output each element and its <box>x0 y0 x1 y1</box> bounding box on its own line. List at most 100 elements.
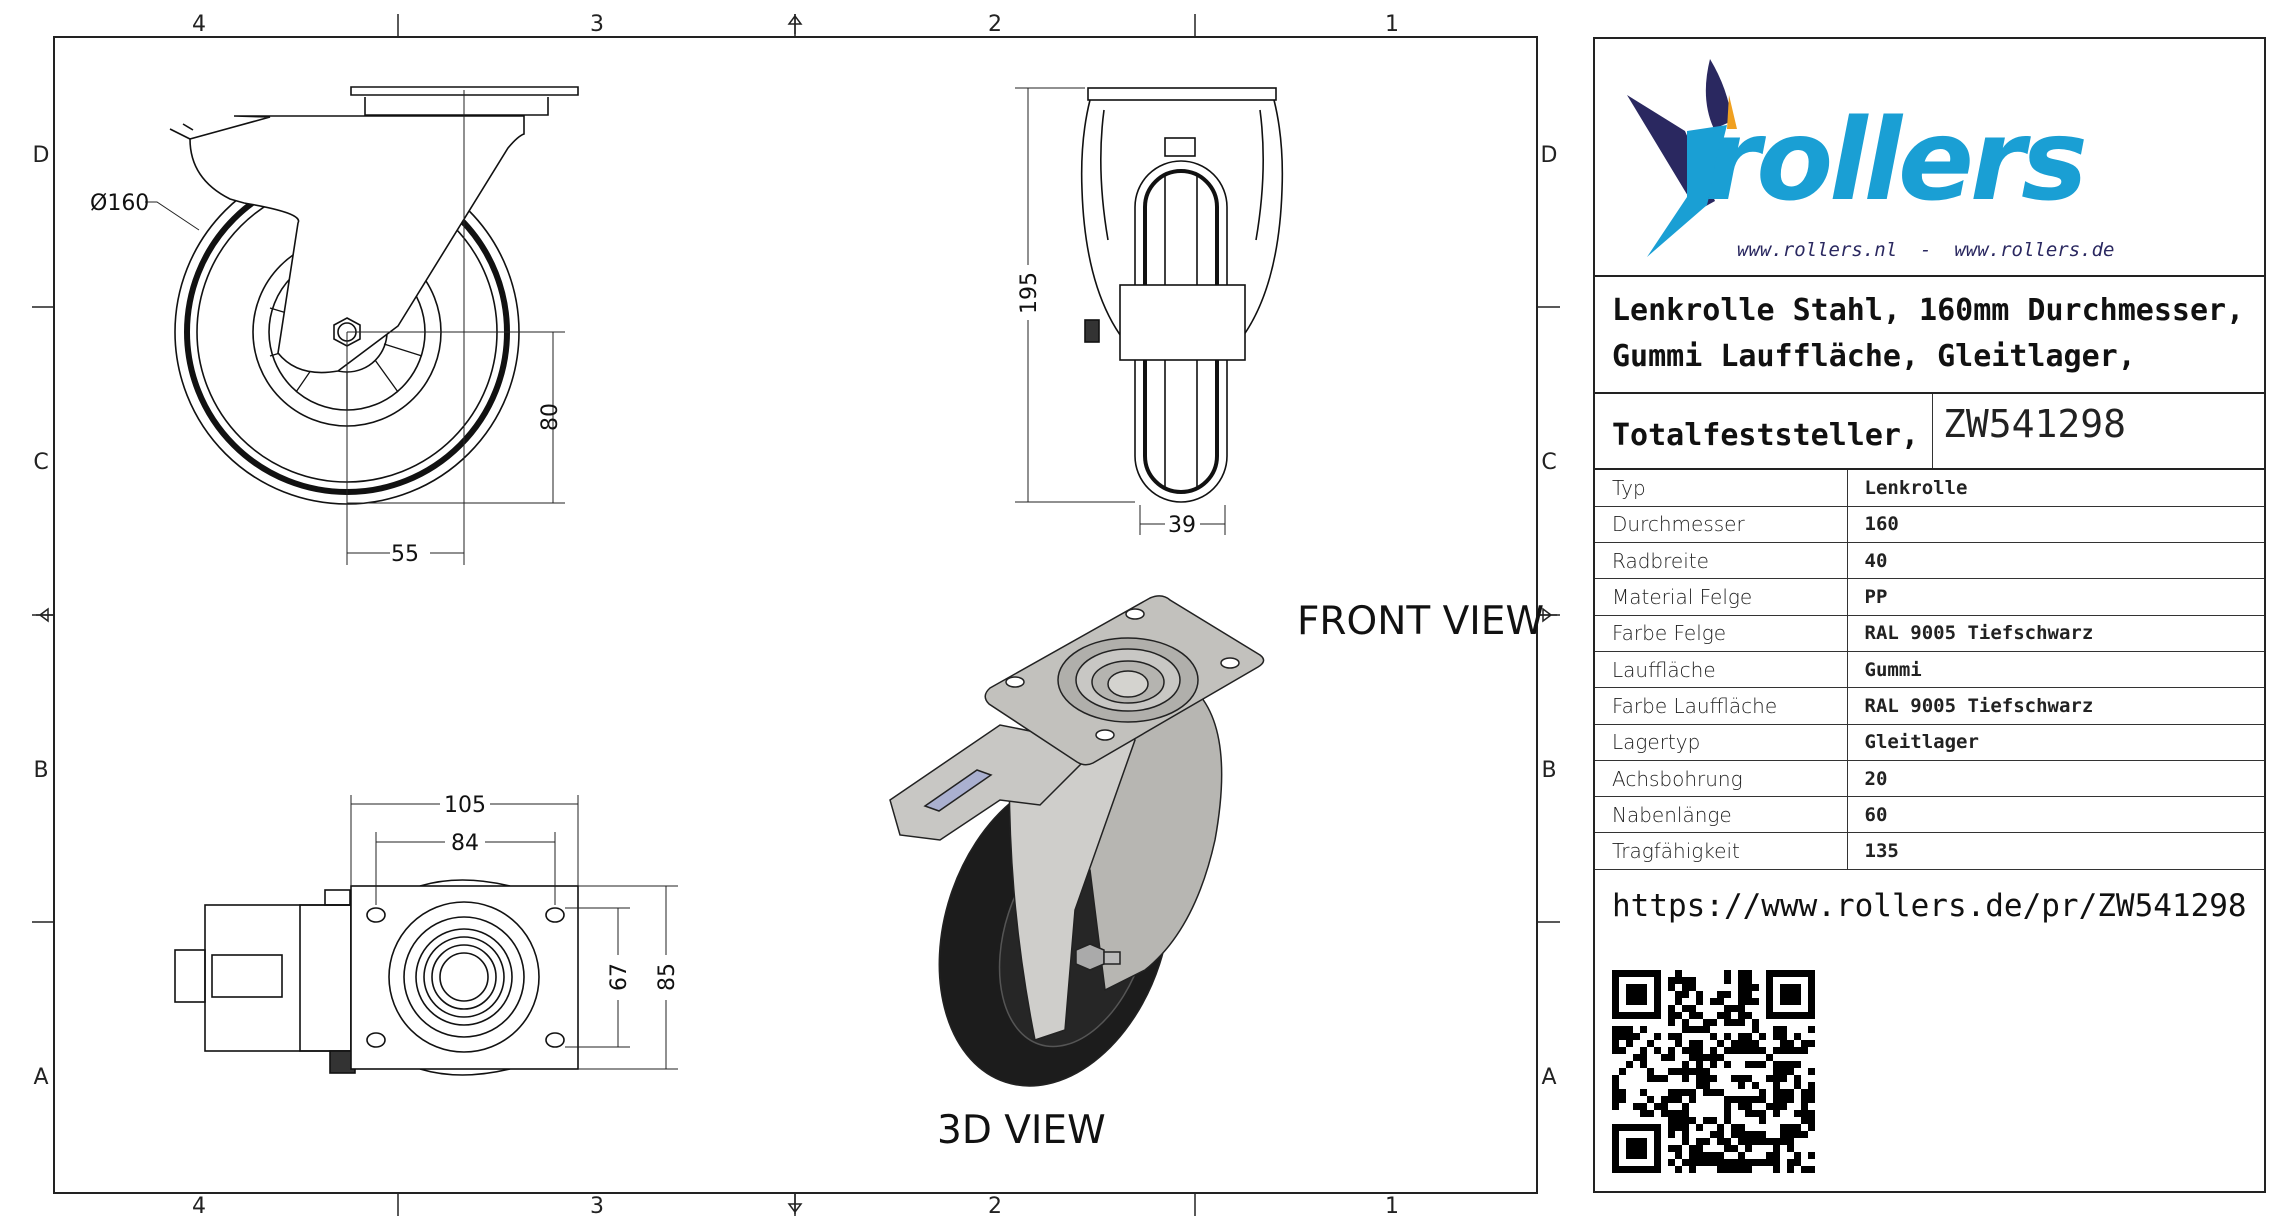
qr-module <box>1766 998 1773 1005</box>
qr-module <box>1696 1138 1703 1145</box>
qr-module <box>1633 1138 1640 1145</box>
qr-module <box>1654 1159 1661 1166</box>
qr-module <box>1654 998 1661 1005</box>
qr-module <box>1731 1145 1738 1152</box>
qr-module <box>1773 1033 1780 1040</box>
qr-module <box>1654 1124 1661 1131</box>
qr-module <box>1787 1138 1794 1145</box>
spec-label: Achsbohrung <box>1595 760 1848 798</box>
qr-module <box>1675 1124 1682 1131</box>
qr-module <box>1794 1047 1801 1054</box>
qr-module <box>1808 1082 1815 1089</box>
qr-module <box>1612 991 1619 998</box>
qr-module <box>1766 1054 1773 1061</box>
column-label-bottom: 4 <box>192 1194 206 1219</box>
qr-module <box>1724 1033 1731 1040</box>
qr-module <box>1654 1103 1661 1110</box>
qr-module <box>1752 1082 1759 1089</box>
qr-module <box>1626 984 1633 991</box>
qr-module <box>1675 977 1682 984</box>
qr-module <box>1773 970 1780 977</box>
qr-module <box>1717 1152 1724 1159</box>
qr-module <box>1668 1096 1675 1103</box>
qr-module <box>1661 1096 1668 1103</box>
qr-module <box>1752 1131 1759 1138</box>
qr-module <box>1633 1145 1640 1152</box>
qr-module <box>1780 984 1787 991</box>
qr-module <box>1612 1089 1619 1096</box>
qr-module <box>1724 1061 1731 1068</box>
qr-module <box>1752 1096 1759 1103</box>
qr-module <box>1633 1152 1640 1159</box>
qr-module <box>1696 1159 1703 1166</box>
qr-module <box>1612 1145 1619 1152</box>
qr-module <box>1710 1061 1717 1068</box>
spec-label: Nabenlänge <box>1595 796 1848 834</box>
qr-module <box>1780 970 1787 977</box>
qr-module <box>1689 1054 1696 1061</box>
qr-module <box>1766 1159 1773 1166</box>
qr-module <box>1668 1089 1675 1096</box>
qr-module <box>1710 1033 1717 1040</box>
column-label-top: 3 <box>590 12 604 37</box>
qr-module <box>1745 970 1752 977</box>
qr-module <box>1675 1152 1682 1159</box>
qr-code[interactable] <box>1612 970 1815 1173</box>
product-url[interactable]: https://www.rollers.de/pr/ZW541298 <box>1612 888 2247 924</box>
article-number: ZW541298 <box>1943 402 2127 446</box>
qr-module <box>1752 1138 1759 1145</box>
qr-module <box>1787 1145 1794 1152</box>
qr-module <box>1794 1033 1801 1040</box>
qr-module <box>1780 1096 1787 1103</box>
qr-module <box>1731 1166 1738 1173</box>
qr-module <box>1703 1026 1710 1033</box>
qr-module <box>1801 1110 1808 1117</box>
qr-module <box>1717 1054 1724 1061</box>
qr-module <box>1766 1075 1773 1082</box>
qr-module <box>1682 1019 1689 1026</box>
qr-module <box>1633 1124 1640 1131</box>
qr-module <box>1738 970 1745 977</box>
qr-module <box>1612 977 1619 984</box>
qr-module <box>1612 1005 1619 1012</box>
qr-module <box>1724 1103 1731 1110</box>
spec-value: PP <box>1847 578 2264 616</box>
qr-module <box>1787 1096 1794 1103</box>
qr-module <box>1773 1089 1780 1096</box>
title-line-3: Totalfeststeller, <box>1612 418 1920 453</box>
qr-module <box>1682 1047 1689 1054</box>
qr-module <box>1654 1047 1661 1054</box>
qr-module <box>1689 1005 1696 1012</box>
qr-module <box>1703 1159 1710 1166</box>
qr-module <box>1794 970 1801 977</box>
title-line-1: Lenkrolle Stahl, 160mm Durchmesser, <box>1612 293 2245 328</box>
centering-arrows <box>36 14 1557 1214</box>
qr-module <box>1675 998 1682 1005</box>
qr-module <box>1612 998 1619 1005</box>
spec-label: Lagertyp <box>1595 724 1848 761</box>
qr-module <box>1780 1047 1787 1054</box>
qr-module <box>1626 1138 1633 1145</box>
qr-module <box>1654 991 1661 998</box>
qr-module <box>1752 1047 1759 1054</box>
qr-module <box>1682 1138 1689 1145</box>
row-label-left: A <box>33 1065 48 1090</box>
qr-module <box>1766 1012 1773 1019</box>
qr-module <box>1780 1131 1787 1138</box>
row-label-right: B <box>1541 758 1556 783</box>
qr-module <box>1745 1131 1752 1138</box>
qr-module <box>1640 984 1647 991</box>
qr-module <box>1668 1047 1675 1054</box>
qr-module <box>1787 991 1794 998</box>
qr-module <box>1619 1012 1626 1019</box>
qr-module <box>1647 1075 1654 1082</box>
qr-module <box>1759 1096 1766 1103</box>
front-view-label: FRONT VIEW <box>1297 599 1544 644</box>
qr-module <box>1731 1005 1738 1012</box>
row-label-right: A <box>1541 1065 1556 1090</box>
qr-module <box>1619 1096 1626 1103</box>
qr-module <box>1731 1131 1738 1138</box>
